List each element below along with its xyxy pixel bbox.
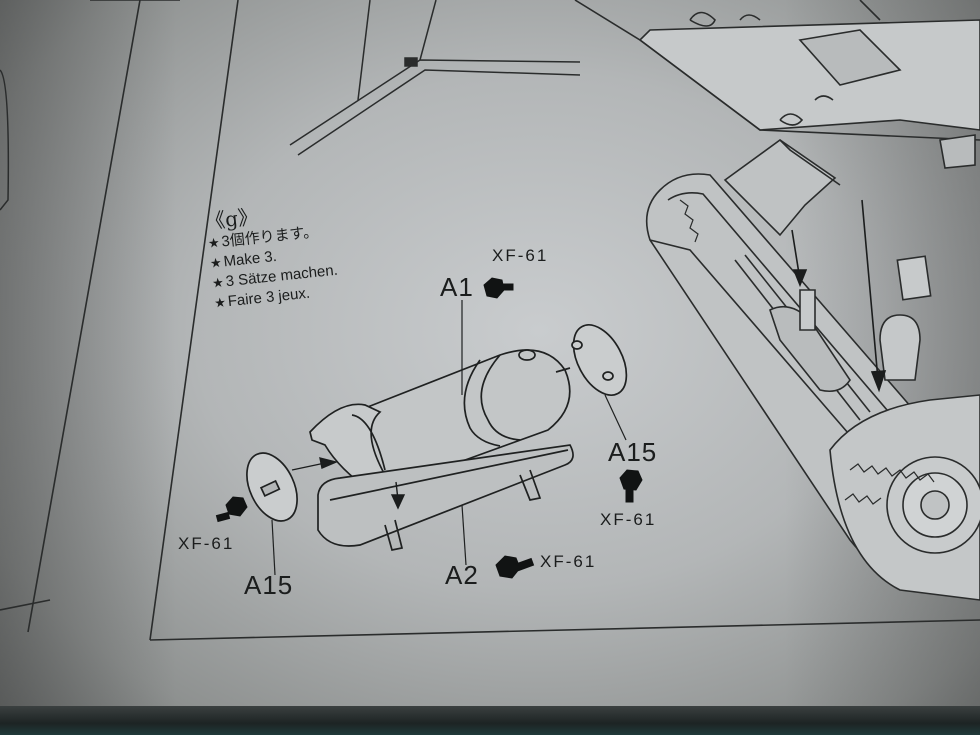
table-surface <box>0 706 980 735</box>
paint-drop-icons <box>215 277 643 579</box>
leader-lines <box>271 300 627 576</box>
star-icon: ★ <box>207 234 221 251</box>
paint-drop-icon-a2 <box>495 555 535 579</box>
left-panel-edge <box>0 69 10 211</box>
paint-drop-icon-right <box>619 469 643 503</box>
paint-code-right: XF-61 <box>600 510 657 529</box>
mudguard-plate <box>723 139 841 237</box>
part-label-a15-left: A15 <box>244 570 294 600</box>
star-icon: ★ <box>211 274 225 291</box>
paint-drop-icon-a1 <box>483 277 514 299</box>
insert-arrows <box>791 199 887 393</box>
paint-drop-icon-left <box>215 496 248 523</box>
vehicle-hull <box>574 0 980 169</box>
part-label-a2: A2 <box>445 560 479 590</box>
attach-arrows <box>291 457 406 510</box>
end-cap-left <box>246 452 298 522</box>
end-cap-right <box>555 324 628 396</box>
paint-code-left: XF-61 <box>178 534 235 553</box>
cylinder-part-a2 <box>317 444 574 551</box>
star-icon: ★ <box>209 254 223 271</box>
hull-upper-lines <box>289 0 581 156</box>
part-label-a15-right: A15 <box>608 437 658 467</box>
track-treads <box>679 199 935 505</box>
instruction-notes: ★3個作ります。 ★Make 3. ★3 Sätze machen. ★Fair… <box>207 221 341 314</box>
paint-code-a1: XF-61 <box>492 246 549 265</box>
track-assembly <box>645 173 980 601</box>
part-label-a1: A1 <box>440 272 474 302</box>
star-icon: ★ <box>213 294 227 311</box>
page-frame-lines <box>0 0 980 641</box>
paint-code-a2: XF-61 <box>540 552 597 571</box>
